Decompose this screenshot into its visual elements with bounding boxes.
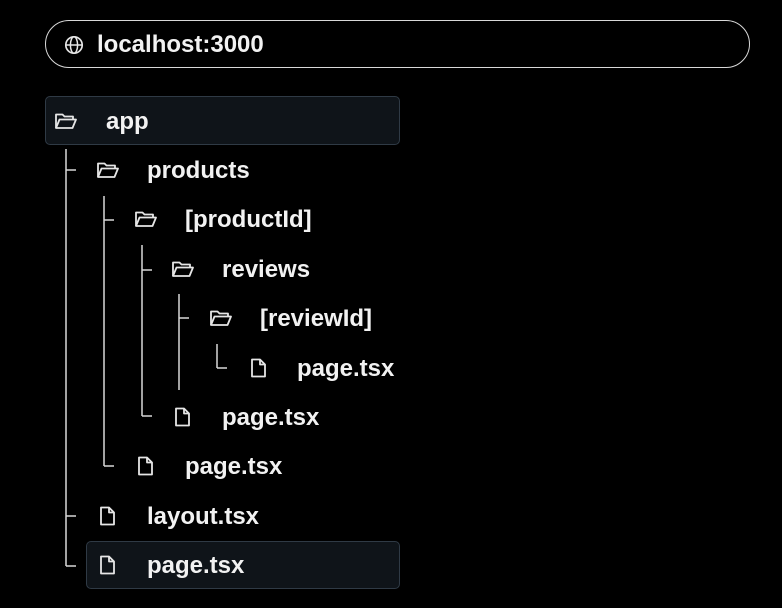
file-icon — [171, 407, 195, 427]
file-icon — [247, 358, 271, 378]
tree-item-label: products — [147, 157, 250, 184]
tree-item-label: layout.tsx — [147, 503, 260, 530]
tree-item-label: [productId] — [185, 206, 312, 233]
tree-row-productid[interactable]: [productId] — [0, 199, 782, 239]
tree-row-layout[interactable]: layout.tsx — [0, 496, 782, 536]
folder-open-icon — [54, 111, 78, 131]
file-icon — [134, 456, 158, 476]
tree-row-page-productid[interactable]: page.tsx — [0, 397, 782, 437]
tree-item-label: page.tsx — [297, 355, 395, 382]
folder-open-icon — [209, 308, 233, 328]
tree-row-page-reviewid[interactable]: page.tsx — [0, 348, 782, 388]
tree-row-page-products[interactable]: page.tsx — [0, 446, 782, 486]
tree-row-products[interactable]: products — [0, 150, 782, 190]
tree-row-page-app[interactable]: page.tsx — [0, 545, 782, 585]
tree-item-label: reviews — [222, 256, 311, 283]
tree-row-reviews[interactable]: reviews — [0, 249, 782, 289]
highlight-root-page-row — [86, 541, 400, 589]
tree-item-label: page.tsx — [185, 453, 283, 480]
address-bar[interactable]: localhost:3000 — [45, 20, 750, 68]
tree-item-label: [reviewId] — [260, 305, 373, 332]
file-icon — [96, 555, 120, 575]
url-text[interactable]: localhost:3000 — [97, 31, 264, 58]
tree-item-label: page.tsx — [147, 552, 245, 579]
highlight-app-row — [45, 96, 400, 145]
tree-row-reviewid[interactable]: [reviewId] — [0, 298, 782, 338]
tree-row-app[interactable]: app — [0, 101, 782, 141]
tree-item-label: page.tsx — [222, 404, 320, 431]
tree-item-label: app — [106, 108, 149, 135]
file-icon — [96, 506, 120, 526]
globe-icon — [64, 35, 84, 55]
folder-open-icon — [171, 259, 195, 279]
folder-open-icon — [96, 160, 120, 180]
folder-open-icon — [134, 209, 158, 229]
